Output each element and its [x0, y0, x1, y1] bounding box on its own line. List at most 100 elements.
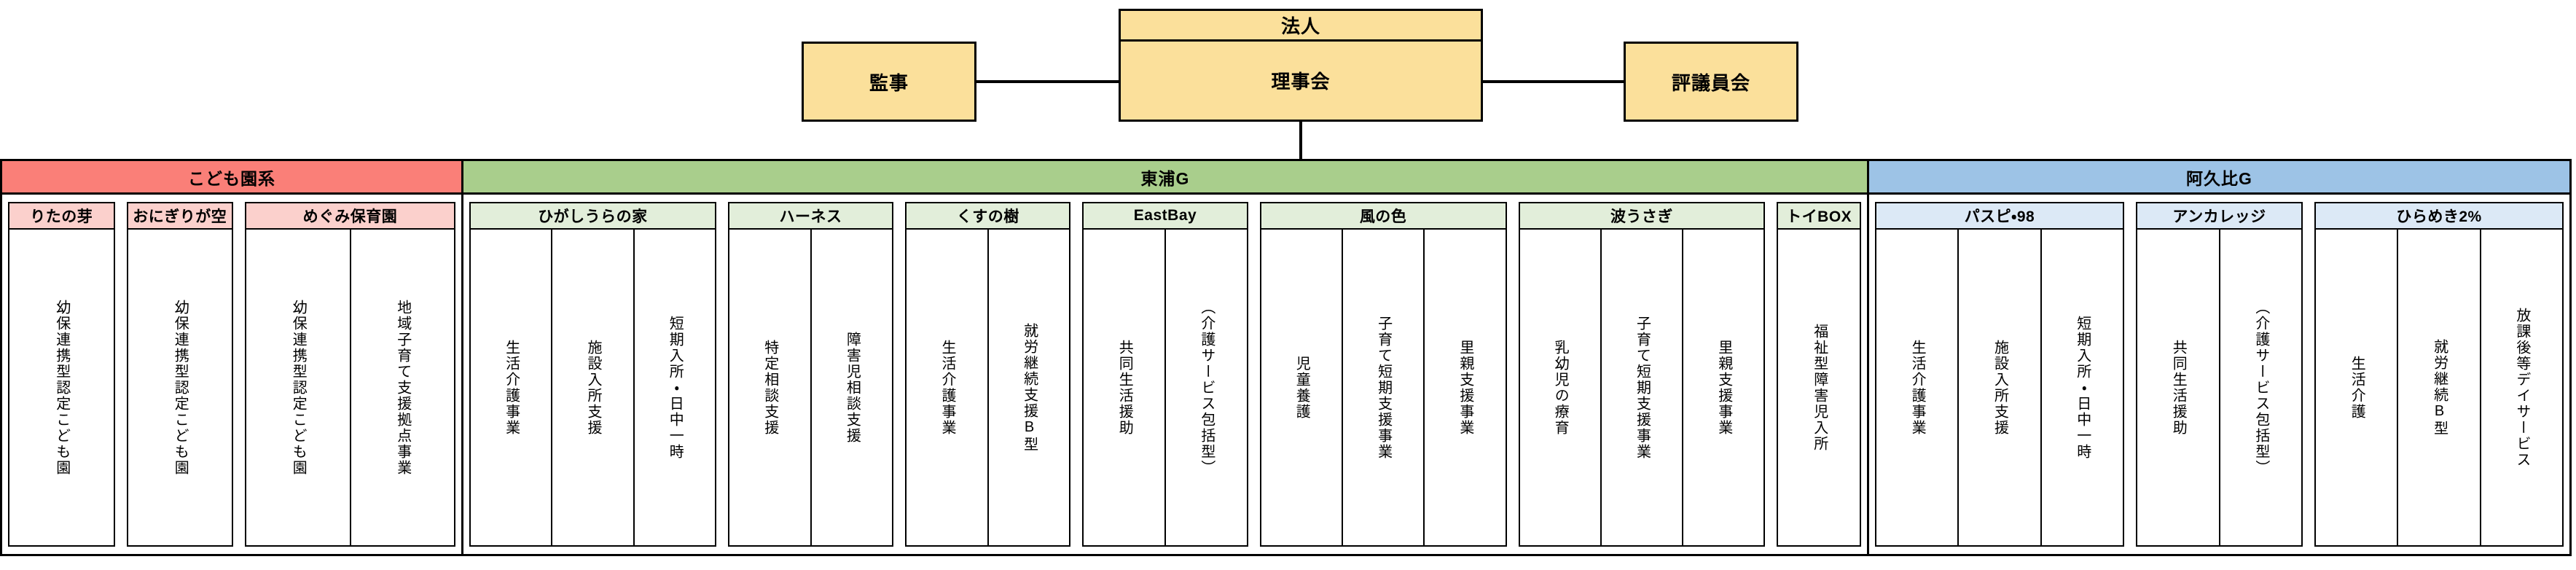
unit-name: 波うさぎ	[1519, 203, 1764, 230]
council-label: 評議員会	[1671, 71, 1750, 94]
service-cell[interactable]: 里親支援事業	[1423, 230, 1505, 545]
service-label: 共同生活援助	[1116, 339, 1133, 436]
unit-name: ひらめき2%	[2316, 203, 2562, 230]
section-header-agui: 阿久比G	[1869, 161, 2569, 195]
service-cell[interactable]: 地域子育て支援拠点事業	[349, 230, 455, 545]
unit-card[interactable]: ひらめき2%生活介護 就労継続B型 放課後等デイサービス	[2314, 202, 2564, 547]
service-label: 児童養護	[1293, 355, 1310, 420]
service-cell[interactable]: 里親支援事業	[1682, 230, 1763, 545]
unit-name: めぐみ保育園	[246, 203, 454, 230]
unit-card[interactable]: ひがしうらの家生活介護事業 施設入所支援 短期入所・日中一時	[469, 202, 716, 547]
service-cell[interactable]: 就労継続B型	[2397, 230, 2479, 545]
unit-card[interactable]: EastBay 共同生活援助 （介護サービス包括型）	[1082, 202, 1248, 547]
service-cell[interactable]: 乳幼児の療育	[1520, 230, 1600, 545]
service-cell[interactable]: （介護サービス包括型）	[2218, 230, 2302, 545]
sections-row: こども園系りたの芽幼保連携型認定こども園おにぎりが空幼保連携型認定こども園めぐみ…	[0, 159, 2576, 556]
service-label: 里親支援事業	[1715, 339, 1732, 436]
service-cell[interactable]: 就労継続支援B型	[987, 230, 1070, 545]
unit-service-columns: 生活介護事業 施設入所支援 短期入所・日中一時	[471, 230, 715, 545]
unit-service-columns: 生活介護事業 就労継続支援B型	[907, 230, 1069, 545]
unit-card[interactable]: パスピ・98 生活介護事業 施設入所支援 短期入所・日中一時	[1875, 202, 2124, 547]
service-cell[interactable]: 共同生活援助	[1084, 230, 1164, 545]
unit-service-columns: 乳幼児の療育 子育て短期支援事業 里親支援事業	[1520, 230, 1764, 545]
unit-card[interactable]: ハーネス特定相談支援障害児相談支援	[727, 202, 894, 547]
unit-name: ひがしうらの家	[471, 203, 715, 230]
service-label: （介護サービス包括型）	[1198, 299, 1215, 476]
service-label: 短期入所・日中一時	[667, 315, 684, 460]
service-cell[interactable]: 生活介護事業	[471, 230, 551, 545]
unit-card[interactable]: おにぎりが空幼保連携型認定こども園	[126, 202, 233, 547]
service-label: 子育て短期支援事業	[1634, 315, 1651, 460]
service-cell[interactable]: 短期入所・日中一時	[2040, 230, 2123, 545]
service-cell[interactable]: 子育て短期支援事業	[1341, 230, 1423, 545]
service-cell[interactable]: 幼保連携型認定こども園	[128, 230, 232, 545]
council-box[interactable]: 評議員会	[1624, 42, 1798, 122]
service-cell[interactable]: 生活介護事業	[907, 230, 987, 545]
auditor-box[interactable]: 監事	[802, 42, 976, 122]
service-label: 短期入所・日中一時	[2074, 315, 2091, 460]
unit-service-columns: 共同生活援助 （介護サービス包括型）	[2137, 230, 2301, 545]
unit-service-columns: 生活介護 就労継続B型 放課後等デイサービス	[2316, 230, 2562, 545]
service-label: 特定相談支援	[762, 339, 778, 436]
unit-name: 風の色	[1261, 203, 1506, 230]
unit-service-columns: 幼保連携型認定こども園地域子育て支援拠点事業	[246, 230, 454, 545]
connector-board-council	[1483, 80, 1624, 83]
connector-auditor-board	[976, 80, 1119, 83]
governance-area: 監事 法人 理事会 評議員会	[0, 0, 2576, 193]
connector-board-to-sections	[1299, 122, 1302, 193]
service-label: 里親支援事業	[1457, 339, 1473, 436]
unit-card[interactable]: トイBOX 福祉型障害児入所	[1777, 202, 1861, 547]
service-label: 乳幼児の療育	[1552, 339, 1569, 436]
service-label: 子育て短期支援事業	[1375, 315, 1392, 460]
service-label: 放課後等デイサービス	[2513, 307, 2530, 468]
service-label: 幼保連携型認定こども園	[172, 299, 189, 476]
unit-name: EastBay	[1084, 203, 1247, 230]
service-label: 就労継続B型	[2431, 338, 2448, 437]
service-cell[interactable]: （介護サービス包括型）	[1164, 230, 1247, 545]
service-cell[interactable]: 幼保連携型認定こども園	[9, 230, 114, 545]
unit-service-columns: 幼保連携型認定こども園	[9, 230, 114, 545]
section-body-higashiura: ひがしうらの家生活介護事業施設入所支援短期入所・日中一時ハーネス特定相談支援障害…	[463, 195, 1867, 554]
unit-service-columns: 特定相談支援 障害児相談支援	[729, 230, 892, 545]
section-kodomoen: こども園系りたの芽幼保連携型認定こども園おにぎりが空幼保連携型認定こども園めぐみ…	[0, 159, 463, 556]
service-cell[interactable]: 生活介護事業	[1876, 230, 1957, 545]
service-cell[interactable]: 児童養護	[1261, 230, 1342, 545]
unit-service-columns: 児童養護 子育て短期支援事業 里親支援事業	[1261, 230, 1506, 545]
service-cell[interactable]: 施設入所支援	[551, 230, 633, 545]
unit-card[interactable]: 風の色児童養護 子育て短期支援事業 里親支援事業	[1259, 202, 1507, 547]
service-cell[interactable]: 共同生活援助	[2137, 230, 2219, 545]
service-label: 障害児相談支援	[844, 331, 861, 444]
unit-card[interactable]: りたの芽幼保連携型認定こども園	[8, 202, 115, 547]
service-label: 施設入所支援	[584, 339, 601, 436]
board-of-directors-label: 理事会	[1271, 71, 1331, 93]
unit-service-columns: 福祉型障害児入所	[1778, 230, 1860, 545]
service-cell[interactable]: 短期入所・日中一時	[633, 230, 715, 545]
unit-name: トイBOX	[1778, 203, 1860, 230]
unit-name: パスピ・98	[1876, 203, 2123, 230]
service-cell[interactable]: 幼保連携型認定こども園	[246, 230, 350, 545]
service-cell[interactable]: 施設入所支援	[1957, 230, 2040, 545]
section-header-kodomoen: こども園系	[2, 161, 461, 195]
auditor-label: 監事	[869, 71, 909, 94]
service-cell[interactable]: 放課後等デイサービス	[2479, 230, 2562, 545]
service-cell[interactable]: 生活介護	[2316, 230, 2397, 545]
unit-card[interactable]: 波うさぎ乳幼児の療育 子育て短期支援事業 里親支援事業	[1518, 202, 1766, 547]
corporation-title: 法人	[1121, 11, 1481, 42]
service-cell[interactable]: 特定相談支援	[729, 230, 810, 545]
service-label: （介護サービス包括型）	[2252, 299, 2269, 476]
corporation-box[interactable]: 法人 理事会	[1119, 9, 1483, 122]
unit-service-columns: 共同生活援助 （介護サービス包括型）	[1084, 230, 1246, 545]
service-cell[interactable]: 福祉型障害児入所	[1778, 230, 1860, 545]
unit-card[interactable]: くすの樹生活介護事業就労継続支援B型	[905, 202, 1071, 547]
section-body-kodomoen: りたの芽幼保連携型認定こども園おにぎりが空幼保連携型認定こども園めぐみ保育園幼保…	[2, 195, 461, 554]
service-label: 生活介護事業	[1909, 339, 1926, 436]
service-label: 福祉型障害児入所	[1811, 323, 1828, 452]
unit-card[interactable]: めぐみ保育園幼保連携型認定こども園地域子育て支援拠点事業	[245, 202, 455, 547]
unit-service-columns: 生活介護事業 施設入所支援 短期入所・日中一時	[1876, 230, 2123, 545]
unit-card[interactable]: アンカレッジ共同生活援助（介護サービス包括型）	[2135, 202, 2303, 547]
service-label: 生活介護事業	[939, 339, 955, 436]
service-cell[interactable]: 子育て短期支援事業	[1600, 230, 1682, 545]
service-cell[interactable]: 障害児相談支援	[810, 230, 893, 545]
